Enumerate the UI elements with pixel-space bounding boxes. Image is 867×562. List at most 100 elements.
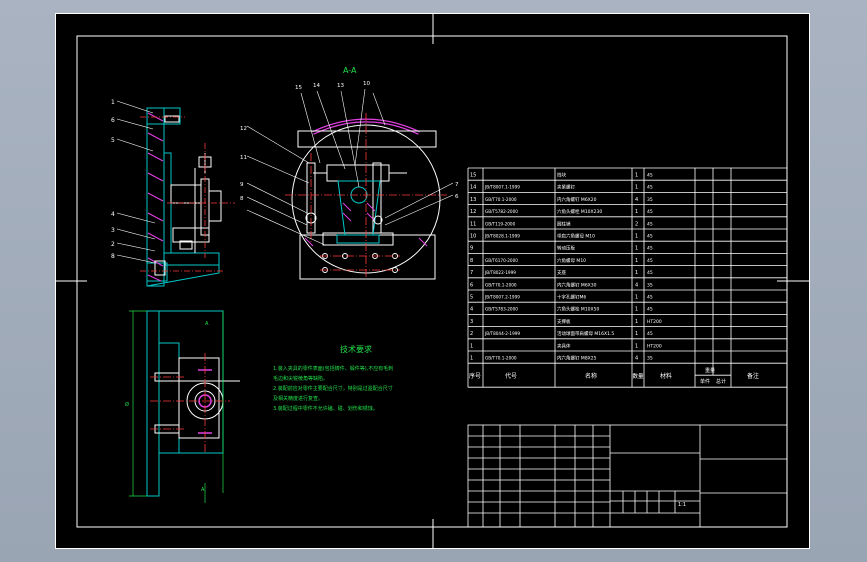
bom-row-no: 1 (470, 356, 473, 362)
bom-row-qty: 4 (635, 197, 638, 203)
bom-row-code: GB/T6170-2000 (485, 258, 518, 263)
bom-row-code: JB/T8022-1999 (484, 270, 516, 275)
tech-req-line-3: 2.装配前应对零件主要配合尺寸，特别是过盈配合尺寸 (273, 385, 393, 392)
callout-10: 10 (363, 81, 370, 87)
bom-row-qty: 1 (635, 173, 638, 179)
section-mark-bottom: A (201, 487, 205, 493)
bom-header-name: 名称 (585, 372, 597, 380)
callout-8: 8 (111, 253, 115, 260)
callout-3: 3 (111, 227, 115, 234)
drawing-frame (55, 13, 810, 549)
bom-header-no: 序号 (469, 372, 481, 380)
bom-row-code: JB/T8007.2-1999 (484, 295, 520, 300)
bom-row-qty: 1 (635, 234, 638, 240)
bom-row-name: 内六角螺钉 M8X25 (557, 355, 597, 362)
bom-row-material: 45 (647, 295, 653, 301)
bom-row-material: 45 (647, 331, 653, 337)
top-view: Ø A A (125, 310, 240, 503)
callout-4: 4 (111, 211, 115, 218)
bom-row-material: 35 (647, 197, 653, 203)
callout-11: 11 (240, 155, 247, 161)
bom-header-qty: 数量 (633, 372, 645, 380)
callout-9: 9 (240, 182, 244, 188)
callout-8b: 8 (240, 196, 244, 202)
bom-row-qty: 1 (635, 209, 638, 215)
drawing-canvas[interactable]: 1 6 5 4 3 2 8 A-A (55, 13, 810, 549)
bom-row-no: 6 (470, 282, 473, 288)
technical-requirements: 技术要求 1.装入夹具的零件表面(包括铸件、锻件等),不应有毛刺 毛边和尖锐棱角… (273, 344, 393, 412)
callout-7: 7 (455, 182, 459, 188)
bom-row-no: 1 (470, 343, 473, 349)
bom-row-material: 45 (647, 185, 653, 191)
bom-row-no: 3 (470, 319, 473, 325)
bom-row-material: 45 (647, 246, 653, 252)
bom-row-qty: 1 (635, 331, 638, 337)
tech-req-title: 技术要求 (340, 344, 372, 354)
bom-row-no: 12 (470, 209, 476, 215)
bom-row-material: 45 (647, 270, 653, 276)
dimension-label: Ø (125, 401, 129, 408)
tech-req-line-5: 3.装配过程中零件不允许磕、碰、划伤和锈蚀。 (273, 405, 378, 412)
bom-row-name: 夹具体 (557, 342, 571, 349)
bom-row-qty: 1 (635, 319, 638, 325)
bom-header-unit-weight: 单件 (700, 378, 710, 385)
bom-row-name: 圆柱销 (557, 220, 571, 227)
bom-row-code: JB/T8007.1-1999 (484, 185, 520, 190)
bom-row-name: 夹紧螺钉 (557, 184, 575, 191)
bom-row-name: 内六角螺钉 M6X30 (557, 281, 597, 288)
bom-row-material: 45 (647, 258, 653, 264)
bom-row-qty: 1 (635, 295, 638, 301)
section-view-a-a: A-A (240, 66, 459, 280)
bom-row-no: 2 (470, 331, 473, 337)
bom-row-code: GB/T5782-2000 (485, 209, 518, 214)
bom-row-name: 内六角螺钉 M6X20 (557, 196, 597, 203)
callout-1: 1 (111, 99, 115, 106)
bom-row-no: 8 (470, 258, 473, 264)
bom-row-name: 转动压板 (557, 245, 575, 252)
bom-row-code: GB/T70.1-2000 (485, 197, 517, 202)
callout-6b: 6 (455, 194, 459, 200)
bom-row-code: JB/T8028.1-1999 (484, 234, 520, 239)
scale-value: 1:1 (678, 502, 686, 508)
bom-row-name: 支撑板 (557, 318, 571, 325)
callout-14: 14 (313, 83, 320, 89)
bom-row-qty: 1 (635, 307, 638, 313)
tech-req-line-2: 毛边和尖锐棱角等缺陷。 (273, 375, 328, 382)
bom-header-remarks: 备注 (747, 372, 759, 380)
bom-row-name: 六角螺母 M10 (557, 257, 586, 264)
bom-row-material: 45 (647, 234, 653, 240)
bom-row-no: 13 (470, 197, 476, 203)
bom-row-name: 支座 (557, 269, 566, 276)
bom-row-material: 35 (647, 282, 653, 288)
bom-header-weight: 重量 (705, 367, 715, 374)
side-view: 1 6 5 4 3 2 8 (111, 99, 235, 287)
bom-row-material: 45 (647, 307, 653, 313)
bom-row-code: GB/T70.1-2000 (485, 356, 517, 361)
bom-row-name: 活动球面带肩螺母 M16X1.5 (557, 330, 614, 337)
bom-row-name: 挡块 (557, 172, 566, 179)
bom-row-code: JB/T8044-2-1999 (484, 331, 520, 336)
bom-row-no: 11 (470, 221, 476, 227)
bom-row-no: 15 (470, 173, 476, 179)
callout-15: 15 (295, 85, 302, 91)
callout-12: 12 (240, 126, 247, 132)
bom-row-qty: 4 (635, 356, 638, 362)
bom-header-code: 代号 (505, 372, 517, 380)
callout-13: 13 (337, 83, 344, 89)
bom-row-qty: 1 (635, 343, 638, 349)
bom-row-material: 45 (647, 173, 653, 179)
bom-row-code: GB/T5783-2000 (485, 307, 518, 312)
bom-row-material: 35 (647, 356, 653, 362)
bom-header-total-weight: 总计 (716, 378, 726, 385)
tech-req-line-1: 1.装入夹具的零件表面(包括铸件、锻件等),不应有毛刺 (273, 365, 393, 372)
bom-row-qty: 1 (635, 185, 638, 191)
bom-row-no: 7 (470, 270, 473, 276)
bom-row-name: 六角头螺栓 M10X50 (557, 306, 599, 313)
bom-header-material: 材料 (660, 372, 672, 380)
bom-row-name: 六角头螺栓 M10X230 (557, 208, 602, 215)
title-block (467, 424, 788, 528)
section-label: A-A (343, 66, 357, 75)
bom-row-qty: 4 (635, 282, 638, 288)
bom-row-no: 5 (470, 295, 473, 301)
bom-row-no: 9 (470, 246, 473, 252)
